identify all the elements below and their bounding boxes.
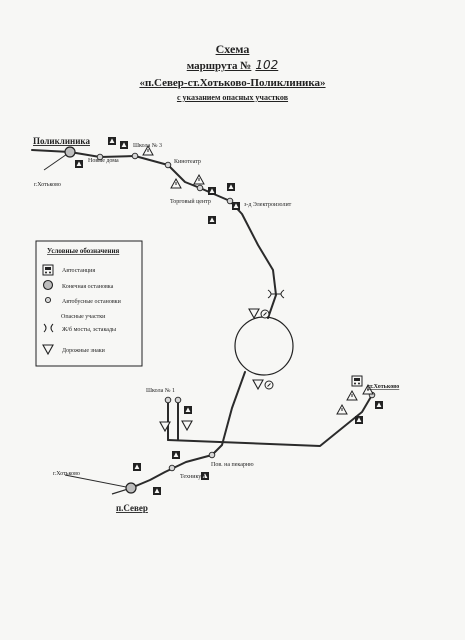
bus-stop-pekarnya [208,451,216,459]
label-hotkovo-bottom: г.Хотьково [53,471,80,477]
bus-stop-school3 [131,152,139,160]
road-sign-icon [208,187,216,195]
bus-stop-school1b [174,396,182,404]
round-signs [260,309,274,390]
legend-bus-station-icon [42,264,54,276]
yield-sign-icon [181,420,193,431]
legend-bridges-label: Ж/б мосты, эстакады [62,326,116,333]
bus-stops [96,152,376,472]
legend-bus-stop-icon [44,296,52,304]
legend-bus-stops-label: Автобусные остановки [62,298,122,305]
label-tehnikum: Техникум [180,474,205,480]
route-prefix: маршрута № [186,60,252,72]
round-sign-icon [260,309,270,319]
warning-sign-icon [193,174,205,185]
route-name: «п.Север-ст.Хотьково-Поликлиника» [139,77,326,89]
road-sign-icon [208,216,216,224]
legend-bridge-icon [43,323,54,333]
label-st-hotkovo: ст.Хотьково [367,384,399,390]
warning-sign-icon [346,390,358,401]
legend-dangerous-sections: Опасные участки [61,314,106,320]
terminal-stop-p-sever [125,482,137,494]
legend: Условные обозначения Автостанция Конечна… [35,240,143,367]
legend-terminal-stop-label: Конечная остановка [62,284,114,290]
legend-title: Условные обозначения [47,247,119,255]
label-elektrozavod: з-д Электроизолит [244,202,292,208]
bus-station-icon [351,375,363,387]
yield-sign-icon [248,308,260,319]
label-kinoteatr: Кинотеатр [174,159,201,165]
road-sign-icon [172,451,180,459]
bus-stop-torgovy [196,184,204,192]
legend-terminal-stop-icon [42,279,54,291]
warning-sign-icon [170,178,182,189]
road-sign-icon [75,160,83,168]
label-poliklinika: Поликлиника [33,136,90,146]
round-sign-icon [264,380,274,390]
bridge-symbol [267,289,285,299]
bus-stop-school1a [164,396,172,404]
route-number: 102 [255,58,279,72]
label-school1: Школа № 1 [146,388,175,394]
warning-sign-icon [336,404,348,415]
scheme-subtitle: с указанием опасных участков [176,93,289,102]
road-sign-icon [227,183,235,191]
roundabout [234,316,294,376]
road-sign-icon [153,487,161,495]
label-p-sever: п.Север [116,503,148,513]
route-lower-segment [130,371,246,489]
label-torgovy: Торговый центр [170,198,211,205]
label-school3: Школа № 3 [133,143,162,149]
legend-bus-station-label: Автостанция [62,268,95,274]
road-sign-icon [375,401,383,409]
road-sign-icon [184,406,192,414]
road-sign-icon [355,416,363,424]
road-sign-icon [133,463,141,471]
legend-frame [35,240,143,367]
label-hotkovo-left: г.Хотьково [34,182,61,188]
road-to-hotkovo-bottom [64,474,132,489]
yield-sign-icon [252,379,264,390]
bus-stop-tehnikum [168,464,176,472]
terminal-stop-poliklinika [64,146,76,158]
label-novye-doma: Новые дома [88,158,119,164]
road-sign-icon [108,137,116,145]
route-branch-station [167,394,373,447]
road-sign-icon [232,202,240,210]
bus-stop-elektro [226,197,234,205]
scheme-title: Схема [215,42,250,56]
legend-road-signs-label: Дорожные знаки [62,348,106,354]
label-pov-pekarnya: Пов. на пекарню [211,462,254,468]
bus-stop-kinoteatr [164,161,172,169]
road-sign-icon [120,141,128,149]
bus-stop-novye-doma [96,153,104,161]
